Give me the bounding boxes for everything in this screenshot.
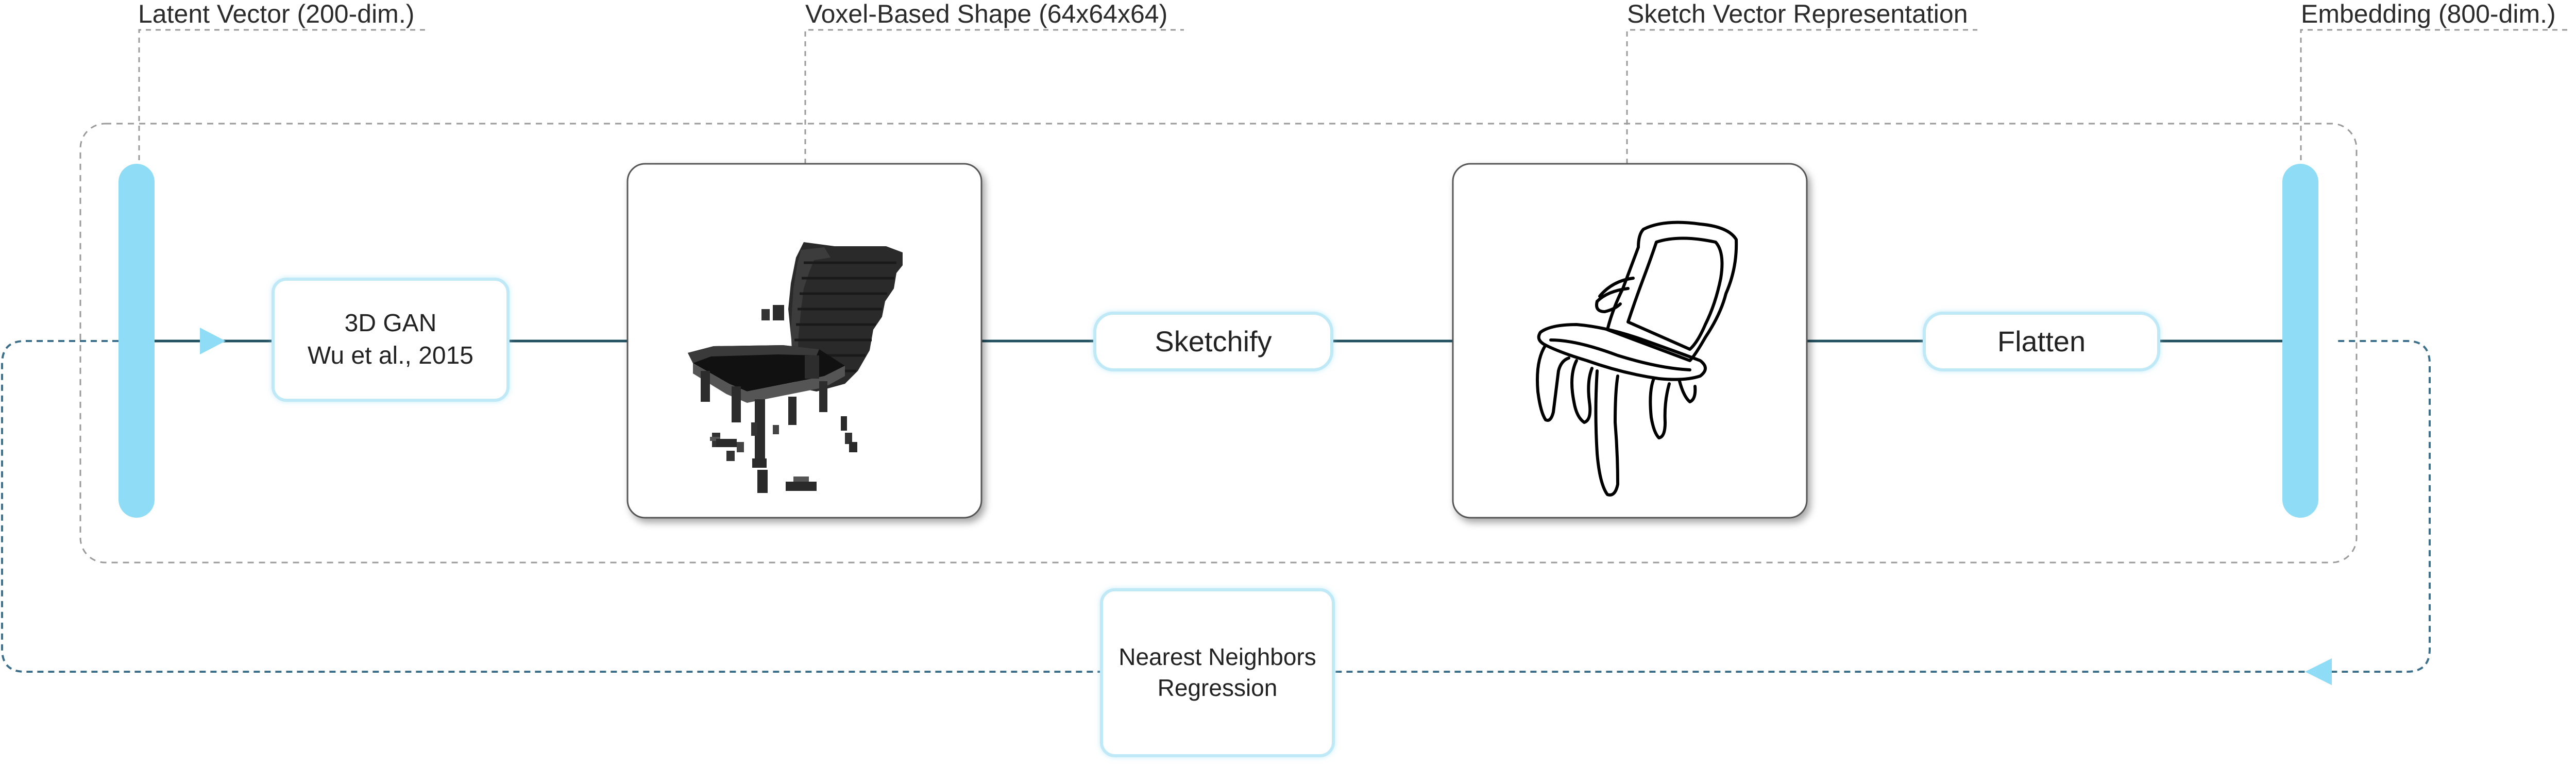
embedding-leader-line <box>2300 29 2571 170</box>
flatten-box-text: Flatten <box>1924 313 2159 370</box>
sketch-leader-line <box>1626 29 1977 164</box>
gan-citation: Wu et al., 2015 <box>308 342 473 369</box>
nearest-neighbors-line1: Nearest Neighbors <box>1118 643 1316 671</box>
embedding-bar <box>2282 164 2318 518</box>
arrow-left-icon <box>2305 658 2332 685</box>
voxel-leader-line <box>804 29 1184 164</box>
sketch-image-panel <box>1452 163 1808 519</box>
flatten-box <box>1923 312 2160 371</box>
nearest-neighbors-line2: Regression <box>1157 674 1278 701</box>
nearest-neighbors-box <box>1100 588 1335 757</box>
sketch-vector-label: Sketch Vector Representation <box>1627 0 1968 28</box>
sketchify-label: Sketchify <box>1155 325 1272 358</box>
latent-vector-bar <box>118 164 155 518</box>
gan-box-text: 3D GAN Wu et al., 2015 <box>273 279 508 400</box>
sketchify-box-text: Sketchify <box>1095 313 1332 370</box>
gan-title: 3D GAN <box>344 310 437 337</box>
arrow-right-icon <box>200 328 226 354</box>
embedding-label: Embedding (800-dim.) <box>2301 0 2556 28</box>
latent-leader-line <box>138 29 428 170</box>
voxel-chair-icon <box>688 242 903 493</box>
latent-vector-label: Latent Vector (200-dim.) <box>138 0 415 28</box>
gan-box <box>272 278 510 402</box>
nearest-neighbors-box-text: Nearest Neighbors Regression <box>1101 590 1333 756</box>
sketch-chair-icon <box>1536 220 1738 497</box>
sketchify-box <box>1093 312 1333 371</box>
voxel-shape-label: Voxel-Based Shape (64x64x64) <box>805 0 1168 28</box>
pipeline-frame <box>79 123 2358 564</box>
flatten-label: Flatten <box>1997 325 2086 358</box>
